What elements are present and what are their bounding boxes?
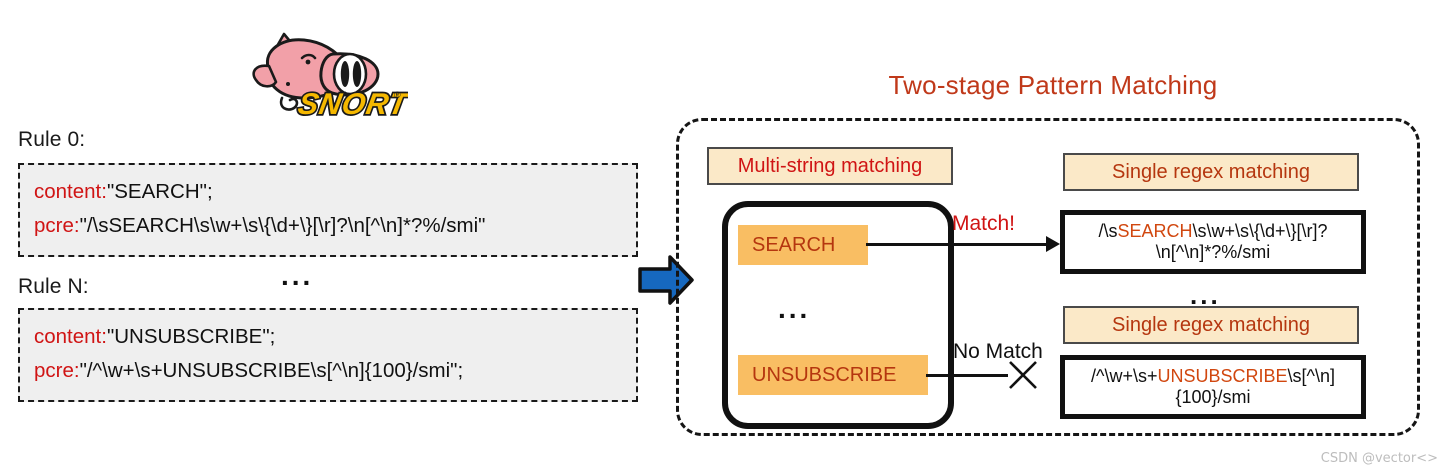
regex-1-suffix: \s\w+\s\{\d+\}[\r]?\n[^\n]*?%/smi bbox=[1155, 220, 1328, 262]
rule-n-pcre-key: pcre: bbox=[34, 359, 80, 382]
no-match-label: No Match bbox=[953, 340, 1043, 363]
watermark: CSDN @vector<> bbox=[1320, 451, 1438, 466]
regex-1-prefix: /\s bbox=[1098, 220, 1118, 241]
regex-box-unsubscribe: /^\w+\s+UNSUBSCRIBE\s[^\n]{100}/smi bbox=[1060, 355, 1366, 419]
rule-n-content-value: "UNSUBSCRIBE"; bbox=[106, 325, 276, 349]
flow-right-arrow-icon bbox=[636, 252, 696, 308]
regex-1-highlight: SEARCH bbox=[1117, 220, 1193, 241]
rule-0-box: content:"SEARCH"; pcre:"/\sSEARCH\s\w+\s… bbox=[18, 163, 638, 257]
match-connector-line bbox=[866, 243, 1050, 246]
rule-n-content-key: content: bbox=[34, 325, 107, 349]
two-stage-container bbox=[676, 118, 1420, 436]
single-regex-matching-label-2: Single regex matching bbox=[1112, 313, 1310, 336]
rule-n-box: content:"UNSUBSCRIBE"; pcre:"/^\w+\s+UNS… bbox=[18, 308, 638, 402]
single-regex-matching-label-1: Single regex matching bbox=[1112, 160, 1310, 183]
rule-0-pcre-value: "/\sSEARCH\s\w+\s\{\d+\}[\r]?\n[^\n]*?%/… bbox=[79, 214, 486, 237]
match-label: Match! bbox=[952, 212, 1016, 235]
string-chip-unsubscribe[interactable]: UNSUBSCRIBE bbox=[738, 355, 928, 395]
svg-text:SNORT: SNORT bbox=[296, 88, 408, 121]
multi-string-matching-label: Multi-string matching bbox=[737, 154, 923, 177]
regex-stage-ellipsis: ... bbox=[1190, 280, 1221, 310]
cross-icon bbox=[1006, 358, 1040, 392]
rule-n-content-line: content:"UNSUBSCRIBE"; bbox=[34, 325, 622, 349]
snort-logo: SNORT ® bbox=[238, 22, 414, 123]
rule-n-label: Rule N: bbox=[18, 275, 89, 298]
regex-2-highlight: UNSUBSCRIBE bbox=[1157, 365, 1288, 386]
rule-0-content-value: "SEARCH"; bbox=[106, 180, 213, 204]
regex-box-unsubscribe-text: /^\w+\s+UNSUBSCRIBE\s[^\n]{100}/smi bbox=[1073, 366, 1353, 408]
multi-string-matching-caption: Multi-string matching bbox=[707, 147, 953, 185]
single-regex-matching-caption-1: Single regex matching bbox=[1063, 153, 1359, 191]
rule-0-pcre-key: pcre: bbox=[34, 214, 80, 237]
string-chip-unsubscribe-label: UNSUBSCRIBE bbox=[752, 363, 897, 386]
match-arrowhead-icon bbox=[1046, 236, 1060, 252]
rule-n-pcre-value: "/^\w+\s+UNSUBSCRIBE\s[^\n]{100}/smi"; bbox=[79, 359, 464, 382]
snort-wordmark: SNORT bbox=[294, 86, 414, 122]
rule-0-content-key: content: bbox=[34, 180, 107, 204]
string-chip-search-label: SEARCH bbox=[752, 233, 836, 256]
string-chip-search[interactable]: SEARCH bbox=[738, 225, 868, 265]
page-title: Two-stage Pattern Matching bbox=[888, 70, 1218, 100]
rule-0-content-line: content:"SEARCH"; bbox=[34, 180, 622, 204]
regex-2-suffix: \s[^\n]{100}/smi bbox=[1175, 365, 1335, 407]
registered-mark: ® bbox=[394, 90, 401, 100]
regex-box-search: /\sSEARCH\s\w+\s\{\d+\}[\r]?\n[^\n]*?%/s… bbox=[1060, 210, 1366, 274]
rule-n-pcre-line: pcre:"/^\w+\s+UNSUBSCRIBE\s[^\n]{100}/sm… bbox=[34, 359, 622, 383]
regex-box-search-text: /\sSEARCH\s\w+\s\{\d+\}[\r]?\n[^\n]*?%/s… bbox=[1073, 221, 1353, 263]
rule-0-pcre-line: pcre:"/\sSEARCH\s\w+\s\{\d+\}[\r]?\n[^\n… bbox=[34, 214, 622, 238]
snort-pig-illustration bbox=[252, 32, 380, 111]
string-set-ellipsis: ... bbox=[778, 293, 811, 324]
regex-2-prefix: /^\w+\s+ bbox=[1091, 365, 1158, 386]
no-match-connector-line bbox=[926, 374, 1008, 377]
rule-0-label: Rule 0: bbox=[18, 128, 86, 151]
rules-ellipsis: ... bbox=[281, 260, 314, 291]
single-regex-matching-caption-2: Single regex matching bbox=[1063, 306, 1359, 344]
